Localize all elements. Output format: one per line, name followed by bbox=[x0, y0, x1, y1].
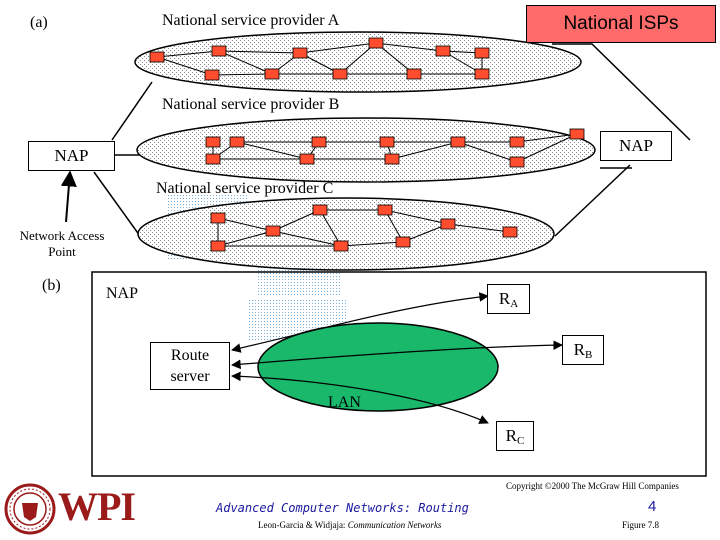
router-node bbox=[569, 128, 585, 140]
router-node bbox=[149, 51, 165, 63]
router-node bbox=[509, 156, 525, 168]
router-a-box: RA bbox=[487, 284, 530, 314]
provider-c-ellipse bbox=[137, 197, 555, 271]
router-node bbox=[265, 225, 281, 237]
wpi-logo: WPI bbox=[4, 483, 144, 535]
router-node bbox=[311, 136, 327, 148]
connector-line bbox=[554, 164, 631, 237]
router-node bbox=[384, 153, 400, 165]
router-node bbox=[229, 136, 245, 148]
nap-left-label: NAP bbox=[54, 146, 89, 165]
router-node bbox=[205, 136, 221, 148]
copyright-text: Copyright ©2000 The McGraw Hill Companie… bbox=[506, 481, 679, 491]
network-access-line1: Network Access bbox=[19, 228, 105, 243]
router-c-label: RC bbox=[505, 425, 525, 447]
router-node bbox=[474, 68, 490, 80]
router-node bbox=[435, 45, 451, 57]
provider-b-ellipse bbox=[136, 117, 596, 183]
connector-line bbox=[552, 43, 691, 141]
figure-label: Figure 7.8 bbox=[622, 520, 659, 530]
page-number: 4 bbox=[648, 498, 657, 515]
router-node bbox=[502, 226, 518, 238]
router-node bbox=[264, 68, 280, 80]
router-node bbox=[450, 136, 466, 148]
router-node bbox=[474, 47, 490, 59]
network-b bbox=[212, 133, 578, 163]
footer-title: Advanced Computer Networks: Routing bbox=[216, 501, 469, 515]
router-c-box: RC bbox=[496, 421, 534, 451]
route-server-line1: Route bbox=[170, 347, 210, 364]
footer-credit: Leon-Garcia & Widjaja: Communication Net… bbox=[258, 520, 442, 530]
router-node bbox=[368, 37, 384, 49]
route-arrow bbox=[231, 371, 489, 424]
provider-a-ellipse bbox=[134, 31, 582, 93]
router-node bbox=[204, 69, 220, 81]
router-node bbox=[210, 212, 226, 224]
router-node bbox=[406, 68, 422, 80]
router-node bbox=[440, 218, 456, 230]
router-node bbox=[312, 204, 328, 216]
nap-right-label: NAP bbox=[618, 136, 653, 155]
lan-label: LAN bbox=[328, 394, 361, 411]
router-node bbox=[377, 204, 393, 216]
wpi-logo-text: WPI bbox=[58, 484, 136, 529]
part-a-label: (a) bbox=[30, 14, 48, 31]
network-access-line2: Point bbox=[48, 244, 76, 259]
router-node bbox=[379, 136, 395, 148]
router-b-box: RB bbox=[562, 335, 604, 365]
national-isps-label: National ISPs bbox=[563, 13, 679, 34]
nap-left-box: NAP bbox=[28, 141, 115, 171]
router-a-label: RA bbox=[498, 288, 519, 310]
routers bbox=[149, 37, 585, 252]
router-node bbox=[332, 68, 348, 80]
wpi-seal-icon bbox=[4, 483, 56, 535]
router-node bbox=[333, 240, 349, 252]
connector-line bbox=[93, 171, 141, 237]
router-node bbox=[210, 240, 226, 252]
route-server-line2: server bbox=[170, 368, 210, 385]
lan-ellipse bbox=[257, 322, 499, 412]
provider-c-label: National service provider C bbox=[156, 180, 334, 197]
route-server-box: Route server bbox=[150, 342, 230, 390]
router-node bbox=[299, 153, 315, 165]
network-access-point-label: Network Access Point bbox=[0, 228, 124, 260]
nap-b-label: NAP bbox=[106, 285, 139, 302]
provider-a-label: National service provider A bbox=[162, 12, 340, 29]
connector-line bbox=[111, 81, 153, 141]
nap-right-box: NAP bbox=[600, 131, 672, 161]
provider-b-label: National service provider B bbox=[162, 96, 340, 113]
access-arrow bbox=[60, 170, 77, 223]
router-node bbox=[292, 47, 308, 59]
national-isps-box: National ISPs bbox=[526, 5, 716, 43]
router-node bbox=[509, 136, 525, 148]
router-node bbox=[205, 153, 221, 165]
router-b-label: RB bbox=[573, 339, 593, 361]
part-b-label: (b) bbox=[42, 277, 61, 294]
part-b-frame bbox=[91, 271, 707, 477]
route-arrow bbox=[231, 340, 563, 370]
router-node bbox=[211, 45, 227, 57]
router-node bbox=[395, 236, 411, 248]
